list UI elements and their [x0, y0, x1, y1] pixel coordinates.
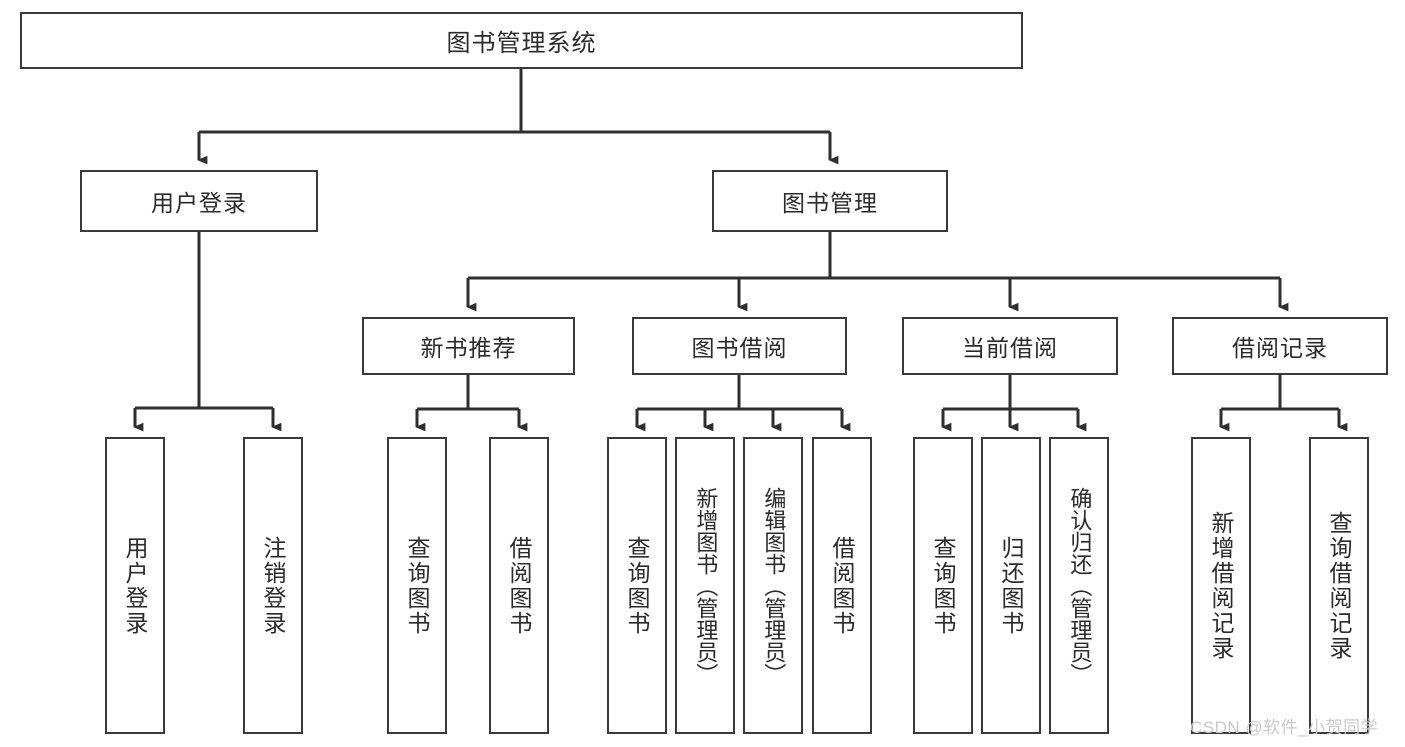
- node-current-borrow[interactable]: 当前借阅: [902, 317, 1118, 375]
- leaf-label: 借阅图书: [829, 535, 856, 636]
- leaf-borrow-book-recommend[interactable]: 借阅图书: [489, 437, 549, 734]
- leaf-user-login[interactable]: 用户登录: [105, 437, 165, 734]
- node-label: 图书借阅: [691, 335, 788, 361]
- leaf-label: 注销登录: [260, 535, 287, 636]
- leaf-label: 借阅图书: [506, 535, 533, 636]
- node-new-book-recommend[interactable]: 新书推荐: [362, 317, 575, 375]
- leaf-label: 编辑图书（管理员）: [761, 486, 787, 685]
- node-label: 借阅记录: [1232, 335, 1328, 361]
- leaf-query-book-current[interactable]: 查询图书: [913, 437, 973, 734]
- leaf-return-book[interactable]: 归还图书: [981, 437, 1041, 734]
- leaf-confirm-return-admin[interactable]: 确认归还（管理员）: [1049, 437, 1109, 734]
- node-book-management[interactable]: 图书管理: [712, 170, 948, 232]
- leaf-label: 新增图书（管理员）: [693, 486, 719, 685]
- node-user-login[interactable]: 用户登录: [80, 170, 318, 232]
- leaf-edit-book-admin[interactable]: 编辑图书（管理员）: [743, 437, 803, 734]
- leaf-query-book-borrow[interactable]: 查询图书: [607, 437, 667, 734]
- leaf-label: 查询借阅记录: [1326, 510, 1353, 661]
- leaf-add-book-admin[interactable]: 新增图书（管理员）: [675, 437, 735, 734]
- leaf-user-logout[interactable]: 注销登录: [243, 437, 303, 734]
- watermark-text: CSDN @软件_小贺同学: [1190, 718, 1379, 737]
- leaf-label: 归还图书: [998, 535, 1025, 636]
- leaf-label: 新增借阅记录: [1208, 510, 1235, 661]
- leaf-query-borrow-record[interactable]: 查询借阅记录: [1309, 437, 1369, 734]
- leaf-borrow-book[interactable]: 借阅图书: [812, 437, 872, 734]
- node-label: 图书管理系统: [446, 30, 597, 57]
- node-label: 图书管理: [782, 190, 878, 216]
- node-label: 用户登录: [151, 190, 247, 216]
- leaf-label: 用户登录: [122, 535, 149, 636]
- node-borrow-record[interactable]: 借阅记录: [1172, 317, 1388, 375]
- node-label: 当前借阅: [962, 335, 1058, 361]
- node-root-system[interactable]: 图书管理系统: [20, 12, 1023, 69]
- leaf-label: 查询图书: [624, 535, 651, 636]
- leaf-label: 查询图书: [930, 535, 957, 636]
- leaf-add-borrow-record[interactable]: 新增借阅记录: [1191, 437, 1251, 734]
- node-book-borrow[interactable]: 图书借阅: [632, 317, 847, 375]
- node-label: 新书推荐: [420, 335, 517, 361]
- leaf-label: 确认归还（管理员）: [1067, 486, 1093, 685]
- leaf-label: 查询图书: [404, 535, 431, 636]
- leaf-query-book-recommend[interactable]: 查询图书: [387, 437, 447, 734]
